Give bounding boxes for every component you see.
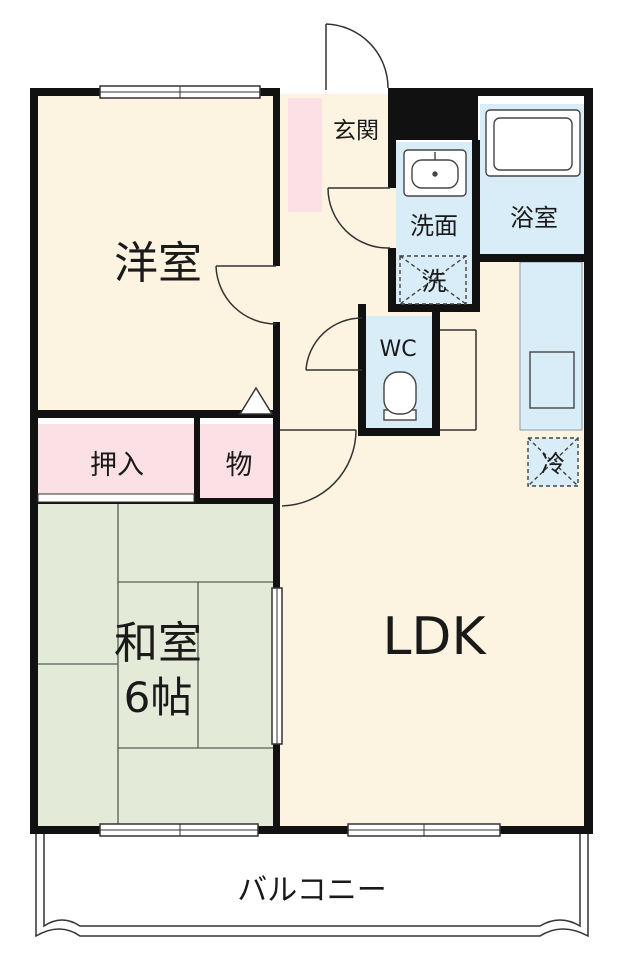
balcony-floor — [36, 834, 588, 934]
balcony-outline — [35, 834, 589, 938]
entrance-label: 玄関 — [333, 118, 379, 144]
doors — [215, 22, 477, 507]
japanese-room-label: 和室 — [114, 618, 202, 669]
fixtures — [383, 109, 581, 487]
stove-icon — [529, 351, 575, 409]
washer-icon — [399, 255, 467, 305]
japanese-room-size: 6帖 — [124, 673, 193, 722]
floors — [36, 94, 588, 934]
washer-label: 洗 — [421, 267, 446, 296]
windows — [37, 85, 501, 837]
bathtub-icon — [485, 109, 581, 177]
toilet-label: WC — [379, 337, 416, 362]
shoebox — [288, 98, 322, 212]
closet-label: 押入 — [90, 450, 144, 481]
sink-icon — [403, 149, 467, 197]
fridge-label: 冷 — [541, 450, 565, 478]
western-room-label: 洋室 — [114, 238, 202, 289]
ldk-label: LDK — [382, 607, 487, 667]
western-room-floor — [38, 94, 278, 416]
toilet-icon — [383, 371, 417, 421]
bathroom-label: 浴室 — [510, 204, 558, 232]
storage-floor — [200, 424, 278, 498]
fridge-icon — [527, 437, 579, 487]
storage-label: 物 — [226, 450, 253, 481]
labels: 洋室 押入 物 和室 6帖 玄関 洗面 洗 浴室 WC 冷 LDK バルコニー — [90, 118, 565, 908]
tatami-lines — [38, 498, 278, 830]
closet-floor — [38, 424, 194, 498]
balcony-label: バルコニー — [237, 873, 386, 908]
closet-slider — [37, 493, 195, 503]
washroom-label: 洗面 — [410, 212, 458, 240]
